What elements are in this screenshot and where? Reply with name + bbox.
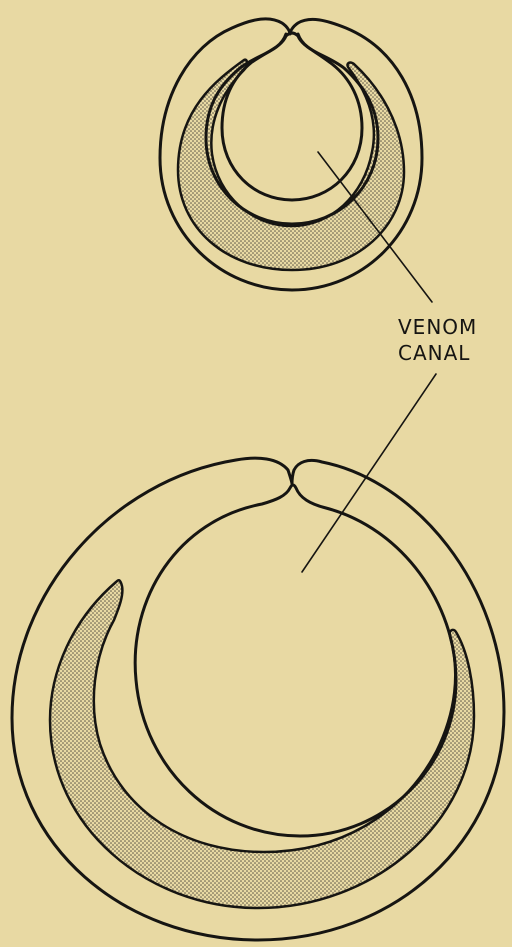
small-fang-section [160, 19, 422, 290]
leader-line-large [302, 374, 436, 572]
small-stippled-crescent [178, 60, 404, 270]
venom-canal-label-line2: CANAL [398, 341, 470, 365]
large-fang-section [12, 458, 504, 940]
large-venom-canal-wall [135, 485, 456, 836]
small-venom-canal-wall [222, 33, 362, 200]
large-stippled-crescent [50, 580, 474, 908]
venom-canal-label-line1: VENOM [398, 315, 477, 339]
